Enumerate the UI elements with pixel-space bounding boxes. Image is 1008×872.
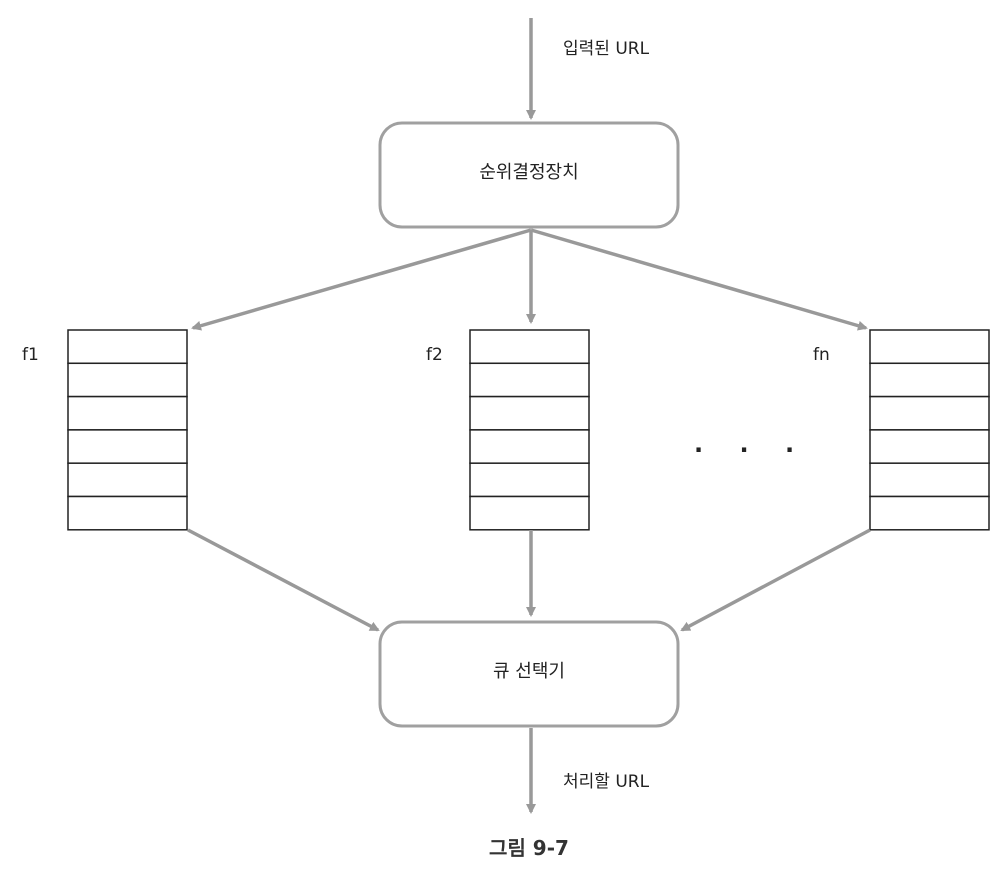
queue-slot xyxy=(869,395,990,431)
queue-slot xyxy=(469,462,590,498)
prioritizer-node xyxy=(378,121,680,229)
queue-slot xyxy=(869,495,990,531)
queue-slot xyxy=(469,362,590,398)
queue-slot xyxy=(469,329,590,365)
output-url-label: 처리할 URL xyxy=(563,772,650,792)
queue-slot xyxy=(67,329,188,365)
queue-label-f1: f1 xyxy=(22,345,39,365)
input-url-label: 입력된 URL xyxy=(563,39,650,59)
queue-fn xyxy=(869,329,990,531)
queue-slot xyxy=(869,329,990,365)
arrow-to-fn xyxy=(530,228,868,331)
queue-label-f2: f2 xyxy=(426,345,443,365)
arrow-from-f1 xyxy=(187,528,380,632)
queue-slot xyxy=(469,395,590,431)
queue-slot xyxy=(67,462,188,498)
queue-selector-label: 큐 선택기 xyxy=(493,661,565,682)
queue-selector-node xyxy=(378,620,680,728)
queue-slot xyxy=(869,429,990,464)
queue-f1 xyxy=(67,329,188,531)
queue-slot xyxy=(67,362,188,398)
queue-slot xyxy=(67,429,188,464)
ellipsis: · · · xyxy=(694,436,809,464)
queue-slot xyxy=(869,462,990,498)
figure-caption: 그림 9-7 xyxy=(489,836,569,860)
arrow-to-f1 xyxy=(191,228,532,331)
queue-slot xyxy=(869,362,990,398)
arrow-from-fn xyxy=(680,528,871,632)
queue-slot xyxy=(469,495,590,531)
prioritizer-label: 순위결정장치 xyxy=(479,162,579,183)
queue-label-fn: fn xyxy=(813,345,830,365)
queue-f2 xyxy=(469,329,590,531)
queue-slot xyxy=(67,495,188,531)
queue-slot xyxy=(67,395,188,431)
queue-slot xyxy=(469,429,590,464)
